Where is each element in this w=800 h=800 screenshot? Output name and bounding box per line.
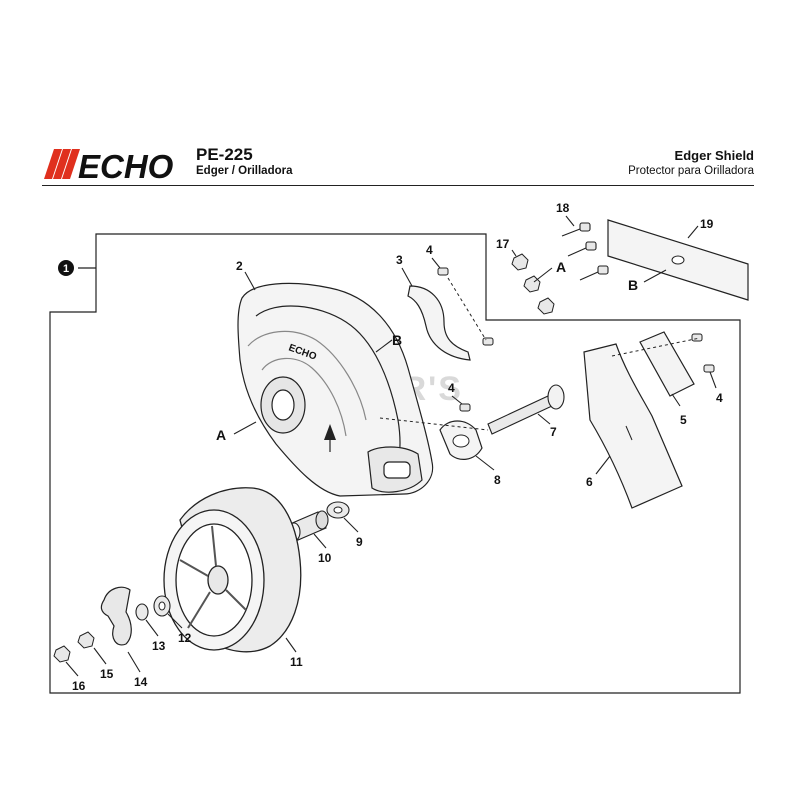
callout-7: 7: [550, 425, 557, 439]
callout-4-mid: 4: [448, 381, 455, 395]
callout-15: 15: [100, 667, 114, 681]
bolt-part: [487, 384, 565, 435]
callout-18: 18: [556, 201, 570, 215]
leader-lines: [65, 215, 717, 677]
logo-stripes: [44, 149, 80, 179]
section-title: Edger Shield: [674, 148, 754, 163]
page-header: ECHO PE-225 Edger / Orilladora Edger Shi…: [42, 143, 754, 187]
callout-8: 8: [494, 473, 501, 487]
model-number: PE-225: [196, 145, 253, 164]
ref-letter-a-nuts: A: [556, 259, 566, 275]
callout-16: 16: [72, 679, 86, 693]
small-nut-part: [53, 645, 71, 663]
hex-nut-part: [77, 631, 95, 649]
assembly-marker-number: 1: [63, 263, 69, 275]
callout-12: 12: [178, 631, 192, 645]
assembly-guide-lines: [379, 277, 701, 431]
callout-13: 13: [152, 639, 166, 653]
callout-3: 3: [396, 253, 403, 267]
edger-shield-part: [237, 282, 434, 497]
assembly-outline: [49, 233, 741, 694]
ref-letter-b-shield: B: [392, 332, 402, 348]
shield-plate-slot: [625, 425, 633, 441]
nut-part: [511, 253, 555, 315]
callout-9: 9: [356, 535, 363, 549]
blade-hole: [671, 255, 685, 265]
section-subtitle: Protector para Orilladora: [628, 165, 754, 177]
callout-11: 11: [290, 655, 303, 669]
callout-17: 17: [496, 237, 510, 251]
callout-6: 6: [586, 475, 593, 489]
callout-4-right: 4: [716, 391, 723, 405]
wing-knob-part: [100, 586, 132, 646]
plate-part: [639, 331, 695, 397]
callout-5: 5: [680, 413, 687, 427]
ref-letter-b-blade: B: [628, 277, 638, 293]
callout-19: 19: [700, 217, 714, 231]
header-rule: [42, 185, 754, 186]
wheel-part: [163, 487, 302, 653]
lock-washer-part: [135, 603, 149, 621]
shield-plate-part: [583, 343, 683, 509]
assembly-marker-badge: [58, 260, 74, 276]
bracket-part: [407, 285, 471, 361]
callout-2: 2: [236, 259, 243, 273]
mounting-plate-hole: [452, 434, 470, 448]
callout-10: 10: [318, 551, 332, 565]
callout-14: 14: [134, 675, 148, 689]
callout-4-top: 4: [426, 243, 433, 257]
echo-logo: ECHO: [44, 148, 174, 181]
logo-brand-text: ECHO: [78, 148, 174, 181]
model-subtitle: Edger / Orilladora: [196, 165, 293, 177]
washer-hole: [333, 506, 343, 514]
long-screw-part: [561, 222, 609, 281]
ref-letter-a-shield: A: [216, 427, 226, 443]
flat-washer-hole: [158, 601, 166, 611]
